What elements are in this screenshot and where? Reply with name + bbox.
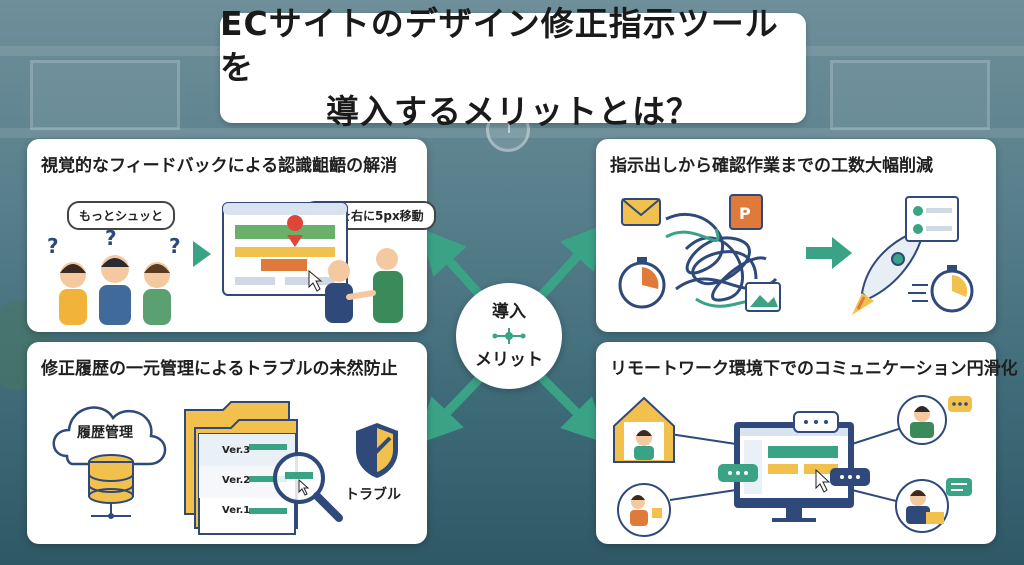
svg-text:?: ?: [47, 234, 59, 258]
chat-bubble-icon: [718, 464, 758, 482]
shield-icon: [356, 423, 398, 478]
remote-team-illustration: [613, 395, 972, 537]
background-window: [830, 60, 990, 130]
image-file-icon: [745, 282, 781, 312]
cloud-database-icon: [52, 406, 167, 519]
card-remote-communication: リモートワーク環境下でのコミュニケーション円滑化: [596, 342, 1018, 544]
history-label: 履歴管理: [77, 425, 133, 441]
card-title: 視覚的なフィードバックによる認識齟齬の解消: [41, 156, 398, 176]
arrow-right-icon: [806, 237, 852, 269]
card-workload-reduction: 指示出しから確認作業までの工数大幅削減 P: [596, 139, 996, 332]
network-icon: [492, 328, 526, 344]
trouble-label: トラブル: [345, 487, 401, 503]
version-label: Ver.3: [222, 445, 251, 456]
browser-mockup-illustration: [222, 202, 403, 323]
arrow-to-bottom-right: [537, 373, 608, 444]
presentation-file-icon: P: [729, 194, 763, 230]
title-line-1: ECサイトのデザイン修正指示ツールを: [220, 4, 779, 87]
card-visual-feedback: 視覚的なフィードバックによる認識齟齬の解消 もっとシュッと ここを右に5px移動…: [27, 139, 436, 332]
workflow-illustration: P: [618, 194, 974, 315]
chat-bubble-icon: [793, 411, 839, 433]
email-icon: [621, 198, 661, 226]
remote-worker-icon: [897, 395, 972, 445]
arrow-to-top-right: [537, 223, 608, 300]
rocket-icon: [852, 227, 926, 315]
arrow-to-top-left: [419, 228, 485, 300]
arrow-to-bottom-left: [416, 373, 485, 445]
svg-text:?: ?: [105, 226, 117, 250]
stopwatch-icon: [618, 257, 666, 309]
cafe-worker-icon: [617, 483, 671, 537]
speech-bubble: もっとシュッと: [67, 201, 176, 230]
svg-text:?: ?: [169, 234, 181, 258]
center-label-1: 導入: [492, 302, 526, 322]
version-label: Ver.1: [222, 505, 251, 516]
center-label-2: メリット: [475, 350, 543, 370]
card-title: リモートワーク環境下でのコミュニケーション円滑化: [610, 359, 1018, 379]
svg-text:P: P: [739, 204, 751, 223]
profile-list-icon: [905, 196, 959, 242]
version-label: Ver.2: [222, 475, 251, 486]
title-line-2: 導入するメリットとは？: [326, 92, 700, 131]
chat-bubble-icon: [830, 468, 870, 486]
card-title: 修正履歴の一元管理によるトラブルの未然防止: [41, 359, 398, 379]
background-window: [30, 60, 180, 130]
title-box: ECサイトのデザイン修正指示ツールを 導入するメリットとは？: [220, 4, 806, 131]
confused-people-illustration: ? ? ?: [47, 226, 181, 325]
chevron-right-icon: [193, 241, 211, 267]
card-title: 指示出しから確認作業までの工数大幅削減: [610, 156, 933, 176]
remote-worker-icon: [895, 478, 972, 533]
home-worker-icon: [613, 396, 675, 463]
version-folders-illustration: [184, 401, 343, 535]
center-merit-circle: 導入 メリット: [456, 283, 562, 389]
card-history-management: 修正履歴の一元管理によるトラブルの未然防止 履歴管理 Ver.3 Ver.2 V…: [27, 342, 427, 544]
fast-stopwatch-icon: [908, 265, 974, 313]
